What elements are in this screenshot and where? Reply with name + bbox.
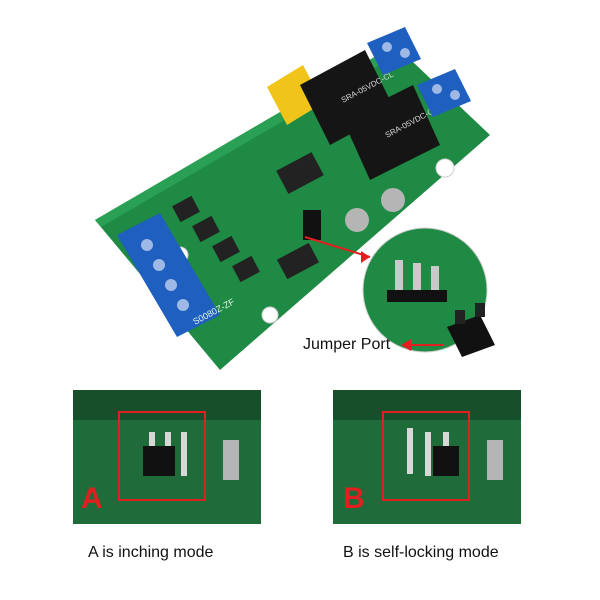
electrolytic-capacitor — [345, 188, 405, 232]
ic-chips — [172, 152, 324, 283]
mode-a-caption: A is inching mode — [88, 544, 214, 561]
jumper-port-label: Jumper Port — [303, 336, 391, 353]
jumper-icon — [447, 303, 495, 357]
jumper-pins — [303, 210, 321, 240]
relay-board-photo: SRA-05VDC-CL SRA-05VDC-CL — [95, 27, 495, 370]
self-locking-mode-closeup — [333, 390, 521, 524]
terminal-block-icon — [367, 27, 471, 117]
inching-mode-photo: A — [73, 390, 261, 524]
inching-mode-closeup — [73, 390, 261, 524]
arrow-icon — [304, 236, 443, 351]
capacitor-icon — [267, 65, 323, 125]
mode-b-caption: B is self-locking mode — [343, 544, 499, 561]
mode-a-letter: A — [81, 482, 103, 515]
mode-b-letter: B — [343, 482, 365, 515]
terminal-block-icon — [117, 213, 220, 337]
self-locking-mode-photo: B — [333, 390, 521, 524]
